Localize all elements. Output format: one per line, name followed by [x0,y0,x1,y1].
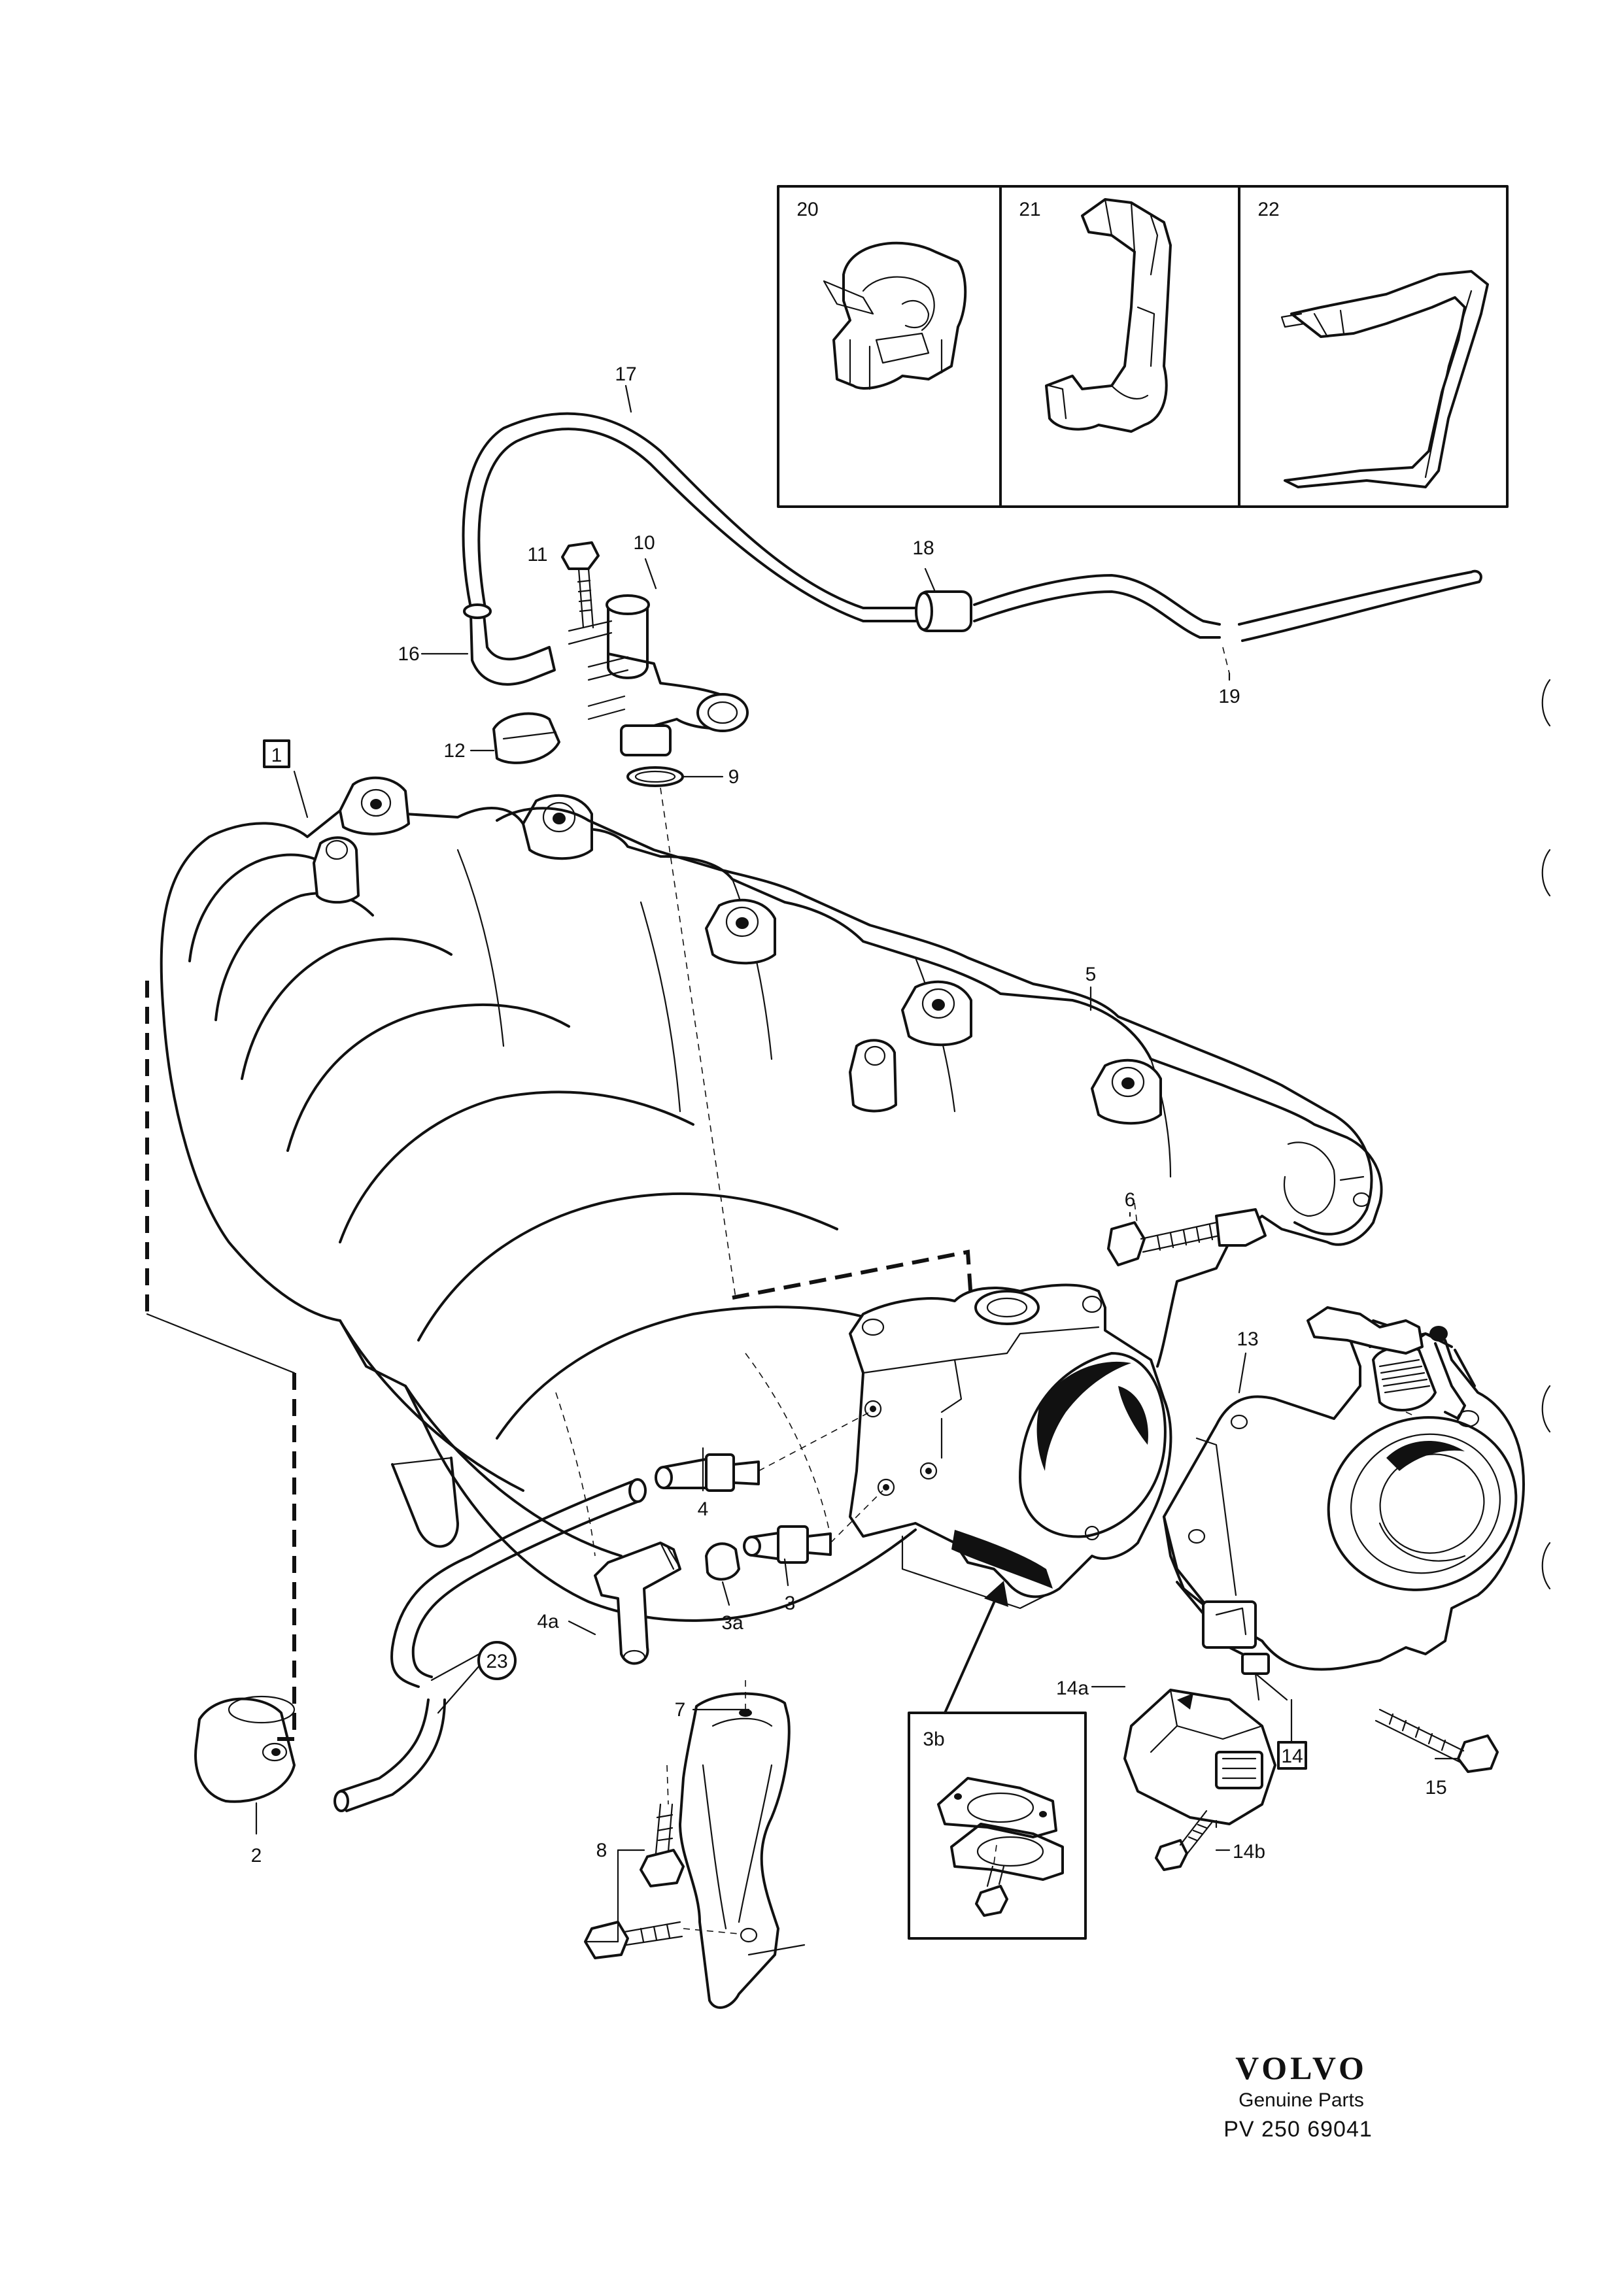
volvo-footer: VOLVO Genuine Parts PV 250 69041 [1223,2050,1373,2142]
callout-22: 22 [1257,199,1279,220]
callout-labels: 1 2 3 3a 3b 4 4a 5 6 7 8 9 10 11 12 13 1… [251,199,1447,1866]
callout-19: 19 [1218,686,1240,707]
arrow-3b [944,1581,1008,1714]
callout-2: 2 [251,1845,262,1866]
callout-18: 18 [912,537,934,559]
callout-10: 10 [633,532,655,554]
callout-11: 11 [527,544,547,566]
leader-lines [255,384,1460,1943]
cap-3a [705,1542,740,1581]
callout-8: 8 [596,1840,607,1861]
callout-1: 1 [271,745,282,766]
throttle-body-13 [1163,1306,1525,1701]
callout-12: 12 [443,740,465,762]
inset-gasket-3b [908,1712,1087,1940]
callout-6: 6 [1125,1189,1136,1211]
elbow-4a [594,1542,681,1665]
cap-12 [492,712,560,764]
callout-14: 14 [1281,1746,1303,1767]
callout-14b: 14b [1233,1841,1265,1863]
bolt-6 [1107,1202,1267,1266]
nipple-3 [743,1490,883,1564]
callout-15: 15 [1425,1777,1446,1798]
volvo-logo: VOLVO [1235,2050,1367,2086]
clip-part-21 [1045,198,1172,433]
gasket-5 [496,807,1373,1236]
callout-3b: 3b [923,1729,944,1750]
margin-marks [1541,679,1551,1590]
callout-16: 16 [398,643,419,665]
callout-13: 13 [1237,1328,1258,1350]
hose-23 [333,1478,647,1812]
manifold-mounting-bosses [313,776,1162,1125]
bracket-7 [679,1680,806,2009]
inset-clips-box [777,185,1509,508]
callout-21: 21 [1019,199,1040,220]
o-ring-9 [626,766,736,1298]
label-box-14 [1277,1741,1307,1770]
elbow-hose-16 [463,603,556,686]
dashed-reference-lines [145,981,1459,1741]
screw-15 [1375,1708,1499,1773]
clip-part-22 [1280,270,1489,488]
label-box-1 [263,739,290,768]
callout-4a: 4a [537,1611,559,1632]
nipple-4 [655,1411,870,1492]
callout-5: 5 [1085,964,1097,985]
callout-4: 4 [698,1498,709,1520]
callout-3: 3 [785,1593,796,1614]
throttle-position-sensor-14a [1123,1689,1276,1825]
genuine-parts-text: Genuine Parts [1239,2089,1364,2111]
hose-17-18-19 [462,412,1482,674]
callout-9: 9 [728,766,740,788]
part-reference: PV 250 69041 [1223,2117,1373,2142]
throttle-adapter [849,1283,1172,1610]
callout-14a: 14a [1056,1678,1089,1699]
callout-7: 7 [675,1699,686,1721]
damper-2 [194,1695,296,1832]
callout-17: 17 [615,363,636,385]
clip-part-20 [823,241,967,390]
callout-3a: 3a [721,1612,743,1634]
callout-20: 20 [796,199,818,220]
screw-14b [1155,1810,1213,1871]
solenoid-valve-10 [568,594,749,756]
callout-23: 23 [486,1651,507,1672]
bolt-11 [561,541,600,629]
